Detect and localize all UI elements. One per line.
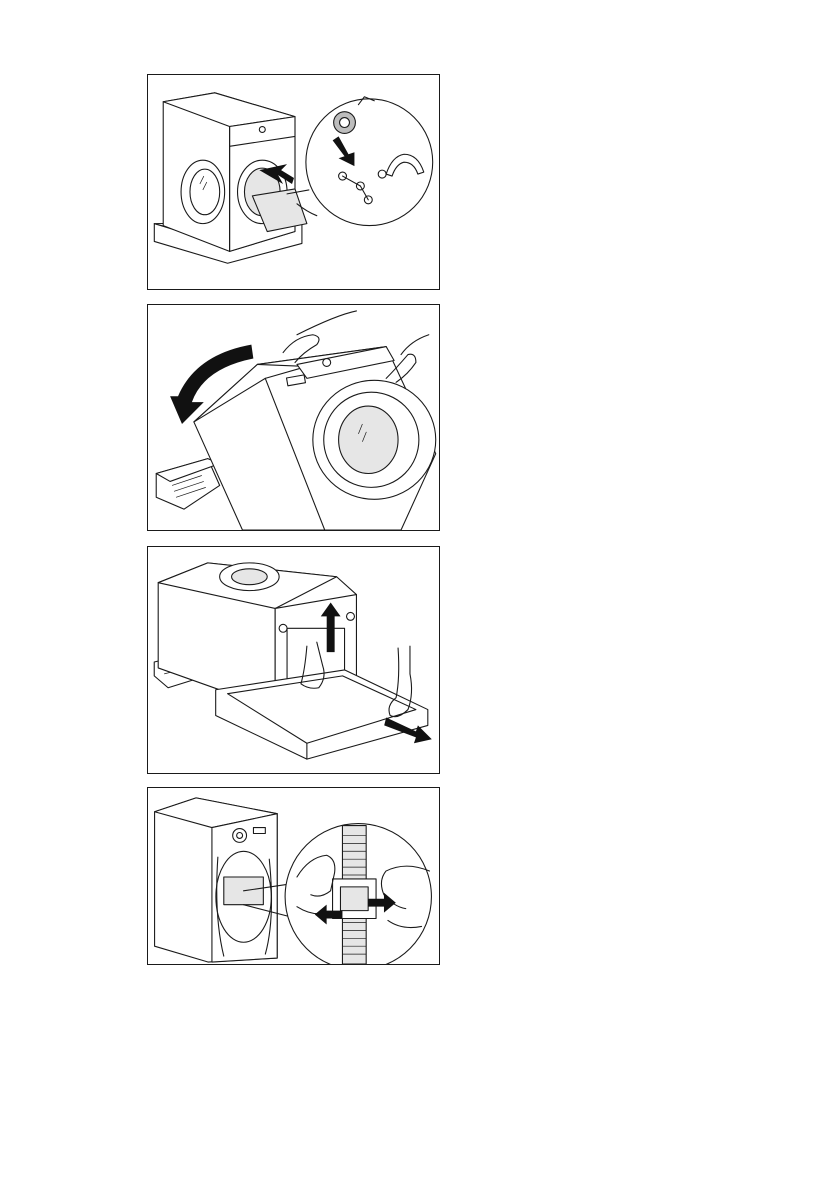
illustration-release-hose	[148, 788, 439, 964]
figure-step-4	[147, 787, 440, 965]
figure-step-1	[147, 74, 440, 290]
figure-step-2	[147, 304, 440, 531]
illustration-tilt-machine	[148, 305, 439, 530]
figure-step-3	[147, 546, 440, 774]
illustration-remove-accessories	[148, 75, 439, 289]
washing-machine-rear-icon	[155, 798, 278, 962]
magnifier-icon	[287, 97, 433, 226]
illustration-remove-base	[148, 547, 439, 773]
magnifier-icon	[285, 824, 431, 964]
washing-machine-icon	[194, 347, 436, 530]
